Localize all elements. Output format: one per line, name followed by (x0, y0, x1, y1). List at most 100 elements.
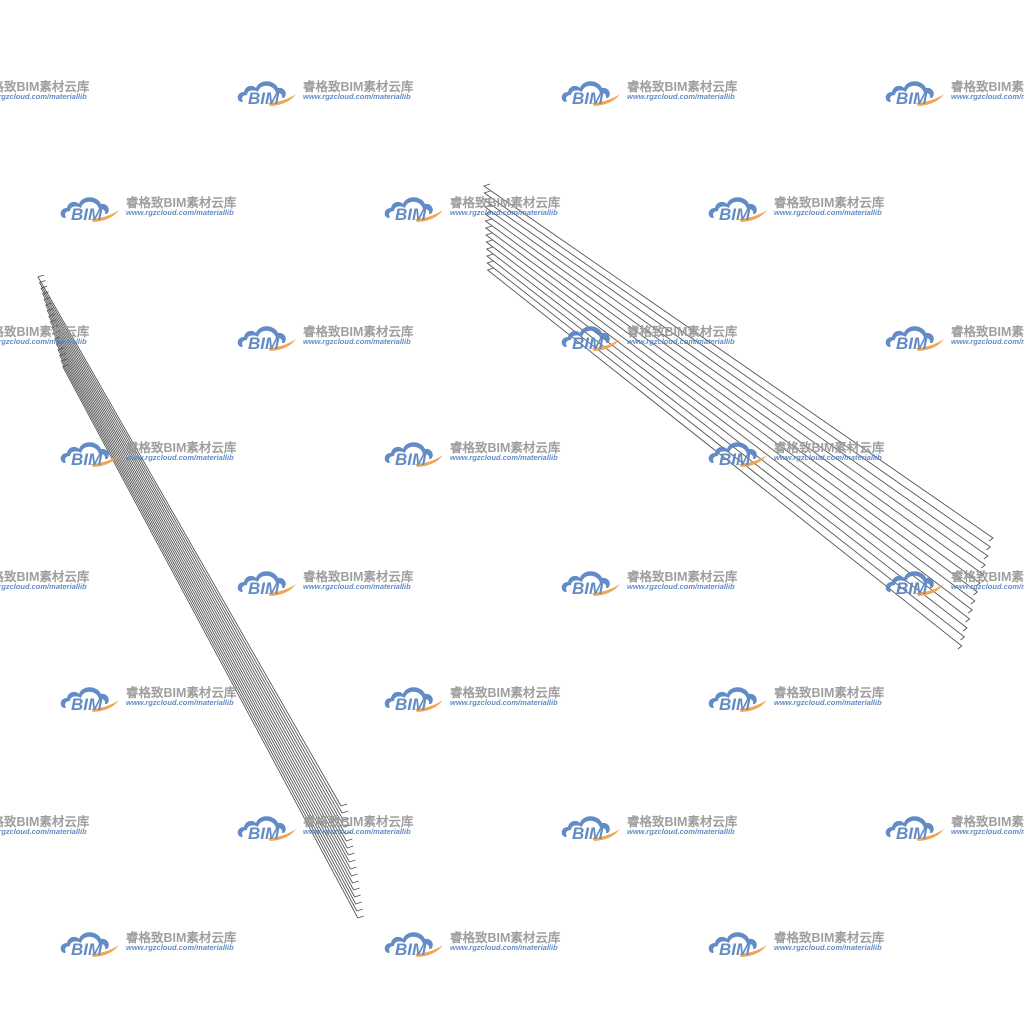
watermark-name: 睿格致BIM素材云库 (774, 195, 885, 210)
bim-cloud-logo: BIM (561, 571, 620, 598)
watermark-stamp: BIM睿格致BIM素材云库www.rgzcloud.com/materialli… (885, 79, 1024, 108)
wire-line (52, 330, 358, 877)
watermark-url: www.rgzcloud.com/materiallib (303, 827, 411, 836)
watermark-stamp: BIM 睿格致BIM素材云库www.rgzcloud.com/materialli… (60, 440, 237, 469)
logo-text: BIM (719, 695, 751, 714)
watermark-stamp: BIM睿格致BIM素材云库www.rgzcloud.com/materialli… (384, 195, 561, 224)
logo-text: BIM (395, 205, 427, 224)
watermark-stamp: BIM睿格致BIM素材云库www.rgzcloud.com/materialli… (60, 195, 237, 224)
watermark-stamp: BIM 睿格致BIM素材云库www.rgzcloud.com/materialli… (237, 814, 414, 843)
left-wire-mesh-view (37, 274, 364, 919)
bim-cloud-logo: BIM (885, 326, 944, 353)
watermark-url: www.rgzcloud.com/materiallib (126, 453, 234, 462)
watermark-url: www.rgzcloud.com/materiallib (627, 827, 735, 836)
watermark-name: 睿格致BIM素材云库 (303, 324, 414, 339)
logo-text: BIM (572, 334, 604, 353)
wire-line (37, 274, 348, 807)
bim-cloud-logo: BIM (237, 571, 296, 598)
watermark-url: www.rgzcloud.com/materiallib (303, 337, 411, 346)
watermark-url: www.rgzcloud.com/materiallib (0, 827, 87, 836)
wire-line (59, 352, 362, 905)
logo-text: BIM (248, 579, 280, 598)
logo-text: BIM (572, 579, 604, 598)
watermark-name: 睿格致BIM素材云库 (951, 814, 1024, 829)
logo-text: BIM (395, 940, 427, 959)
bim-cloud-logo: BIM (60, 932, 119, 959)
watermark-stamp: BIM睿格致BIM素材云库www.rgzcloud.com/materialli… (561, 814, 738, 843)
wire-line (484, 225, 979, 596)
watermark-name: 睿格致BIM素材云库 (450, 195, 561, 210)
watermark-stamp: BIM 睿格致BIM素材云库www.rgzcloud.com/materialli… (384, 930, 561, 959)
wire-line (484, 211, 984, 578)
watermark-url: www.rgzcloud.com/materiallib (126, 943, 234, 952)
bim-cloud-logo: BIM (885, 81, 944, 108)
wire-line (48, 313, 355, 856)
watermark-url: www.rgzcloud.com/materiallib (951, 827, 1024, 836)
wire-line (60, 358, 363, 912)
watermark-stamp: BIM睿格致BIM素材云库www.rgzcloud.com/materialli… (0, 79, 90, 101)
wire-line (54, 336, 359, 884)
bim-cloud-logo: BIM (561, 816, 620, 843)
watermark-stamp: BIM睿格致BIM素材云库www.rgzcloud.com/materialli… (885, 324, 1024, 353)
bim-cloud-logo: BIM (237, 81, 296, 108)
bim-cloud-logo: BIM (708, 442, 767, 469)
watermark-name: 睿格致BIM素材云库 (774, 930, 885, 945)
watermark-url: www.rgzcloud.com/materiallib (951, 582, 1024, 591)
bim-cloud-logo: BIM (708, 197, 767, 224)
wire-line (485, 239, 973, 614)
right-wire-mesh-view (483, 183, 994, 650)
wire-line (49, 319, 356, 863)
watermark-stamp: BIM睿格致BIM素材云库www.rgzcloud.com/materialli… (561, 79, 738, 108)
logo-text: BIM (572, 824, 604, 843)
logo-text: BIM (71, 940, 103, 959)
bim-cloud-logo: BIM (885, 816, 944, 843)
watermark-stamp: BIM睿格致BIM素材云库www.rgzcloud.com/materialli… (0, 569, 90, 591)
watermark-stamp: BIM睿格致BIM素材云库www.rgzcloud.com/materialli… (561, 324, 738, 353)
watermark-stamp: BIM睿格致BIM素材云库www.rgzcloud.com/materialli… (708, 440, 885, 469)
logo-text: BIM (248, 334, 280, 353)
bim-cloud-logo: BIM (708, 687, 767, 714)
watermark-stamp: BIM睿格致BIM素材云库www.rgzcloud.com/materialli… (237, 79, 414, 108)
watermark-name: 睿格致BIM素材云库 (303, 814, 414, 829)
watermark-url: www.rgzcloud.com/materiallib (774, 453, 882, 462)
logo-text: BIM (71, 695, 103, 714)
wire-line (486, 267, 963, 650)
wire-line (40, 285, 350, 821)
wire-line (484, 218, 981, 587)
wire-line (51, 324, 357, 870)
watermark-layer: BIM睿格致BIM素材云库www.rgzcloud.com/materialli… (0, 79, 1024, 959)
watermark-name: 睿格致BIM素材云库 (450, 930, 561, 945)
watermark-name: 睿格致BIM素材云库 (450, 440, 561, 455)
bim-cloud-logo: BIM (237, 816, 296, 843)
watermark-stamp: BIM睿格致BIM素材云库www.rgzcloud.com/materialli… (384, 685, 561, 714)
watermark-url: www.rgzcloud.com/materiallib (0, 92, 87, 101)
logo-text: BIM (395, 450, 427, 469)
bim-cloud-logo: BIM (60, 197, 119, 224)
watermark-stamp: BIM睿格致BIM素材云库www.rgzcloud.com/materialli… (384, 440, 561, 469)
watermark-url: www.rgzcloud.com/materiallib (774, 208, 882, 217)
bim-cloud-logo: BIM (561, 326, 620, 353)
watermark-url: www.rgzcloud.com/materiallib (450, 943, 558, 952)
watermark-stamp: BIM睿格致BIM素材云库www.rgzcloud.com/materialli… (708, 930, 885, 959)
logo-text: BIM (719, 205, 751, 224)
watermark-name: 睿格致BIM素材云库 (126, 440, 237, 455)
logo-text: BIM (248, 824, 280, 843)
bim-cloud-logo: BIM (561, 81, 620, 108)
watermark-url: www.rgzcloud.com/materiallib (627, 337, 735, 346)
watermark-name: 睿格致BIM素材云库 (126, 930, 237, 945)
watermark-stamp: BIM睿格致BIM素材云库www.rgzcloud.com/materialli… (0, 814, 90, 836)
watermark-stamp: BIM睿格致BIM素材云库www.rgzcloud.com/materialli… (561, 569, 738, 598)
watermark-name: 睿格致BIM素材云库 (627, 569, 738, 584)
wire-line (483, 190, 992, 551)
wire-line (38, 280, 349, 814)
bim-cloud-logo: BIM (384, 197, 443, 224)
wire-line (483, 204, 986, 569)
logo-text: BIM (71, 450, 103, 469)
watermark-name: 睿格致BIM素材云库 (0, 79, 90, 94)
wire-line (41, 291, 351, 828)
watermark-url: www.rgzcloud.com/materiallib (126, 208, 234, 217)
wire-line (486, 253, 968, 632)
watermark-name: 睿格致BIM素材云库 (951, 569, 1024, 584)
watermark-url: www.rgzcloud.com/materiallib (450, 698, 558, 707)
